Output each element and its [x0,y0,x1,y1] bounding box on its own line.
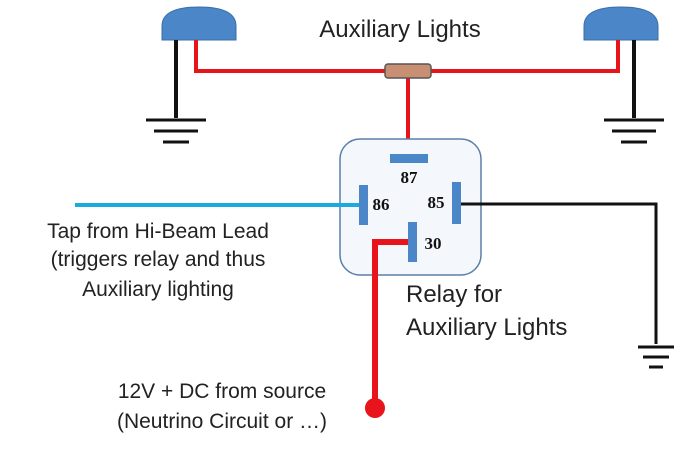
trigger-label-line-1: Tap from Hi-Beam Lead [47,220,269,243]
relay-label-line-1: Relay for [406,281,502,308]
pin-87-label: 87 [401,168,419,187]
pin-30-block [408,222,417,262]
diagram-title: Auxiliary Lights [319,16,480,43]
trigger-label-line-2: (triggers relay and thus [51,248,266,271]
right-ground-icon [604,118,664,144]
left-lamp-icon [161,6,237,41]
left-ground-icon [146,118,206,144]
pin-86-block [359,185,368,225]
source-terminal-icon [365,398,385,418]
source-label-line-2: (Neutrino Circuit or …) [117,410,327,433]
source-power-wire [372,239,408,408]
pin-86-label: 86 [373,195,390,214]
fuse-icon [384,63,432,79]
pin-85-block [452,182,461,224]
source-label-line-1: 12V + DC from source [118,380,326,403]
relay-label-line-2: Auxiliary Lights [406,314,567,341]
pin-85-ground-wire [461,202,658,344]
right-lamp-icon [583,6,659,41]
pin-30-label: 30 [425,234,442,253]
pin-85-label: 85 [428,193,445,212]
pin-87-block [390,154,428,163]
trigger-label-line-3: Auxiliary lighting [82,278,234,301]
relay-ground-icon [638,345,674,369]
